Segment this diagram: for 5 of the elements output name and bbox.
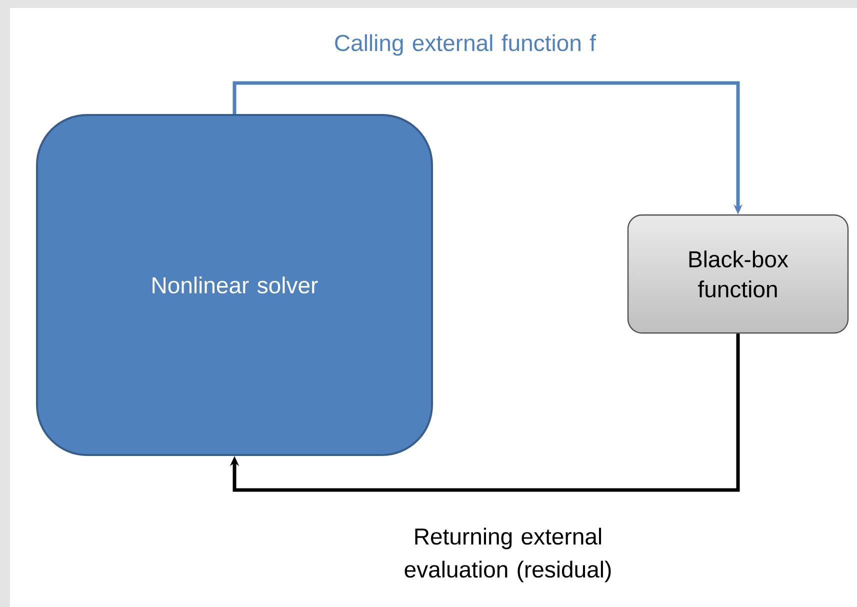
- edge-label: Returning external evaluation (residual): [404, 528, 611, 582]
- arrow: [230, 334, 740, 492]
- edge-label: Calling external function f: [335, 34, 596, 56]
- solver-box: Nonlinear solver: [36, 114, 433, 456]
- function-box: Black-box function: [627, 214, 849, 334]
